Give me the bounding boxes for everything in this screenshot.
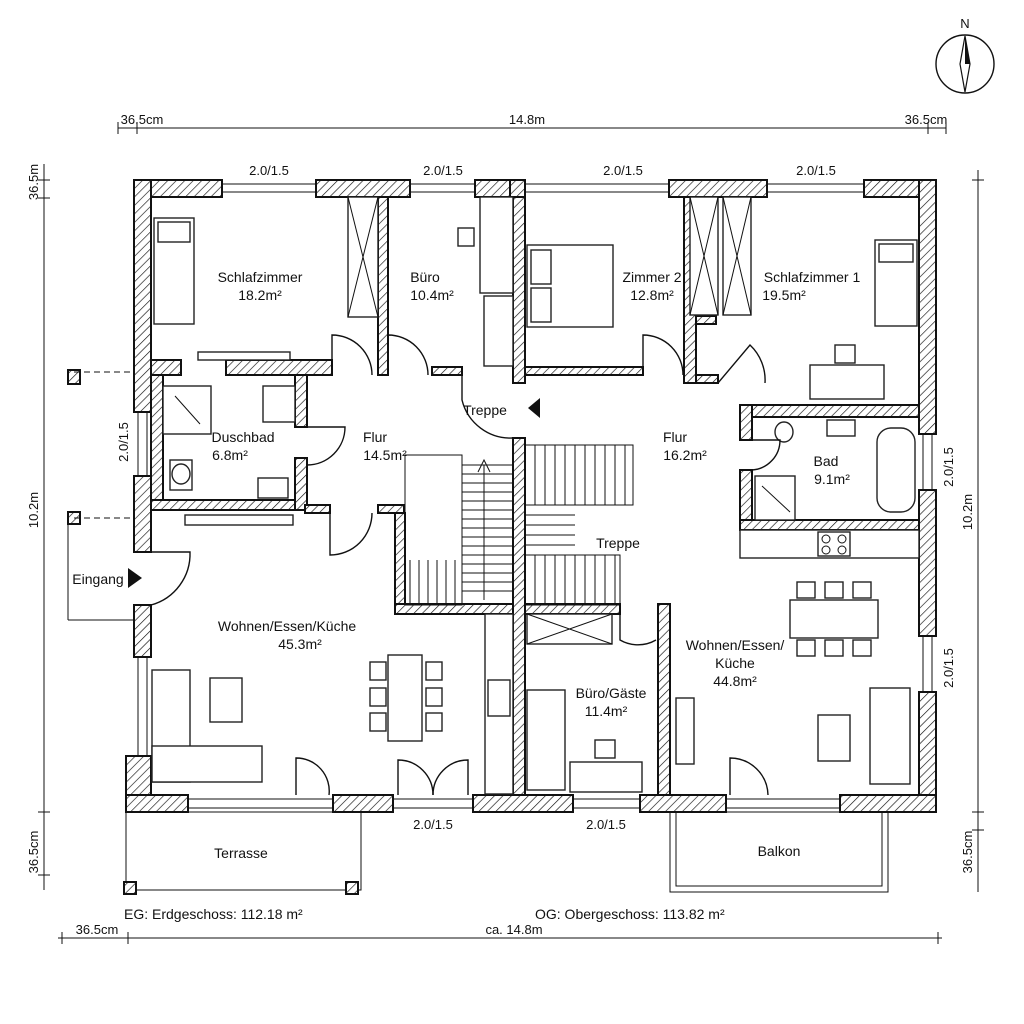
footer-eg-area: EG: Erdgeschoss: 112.18 m²	[124, 906, 303, 922]
room-buero-gaeste-area: 11.4m²	[585, 703, 628, 719]
room-duschbad-area: 6.8m²	[212, 447, 248, 463]
room-buero-gaeste-name: Büro/Gäste	[576, 685, 647, 701]
right-dimension-line: 10.2m 36.5cm	[960, 170, 984, 892]
room-zimmer2-name: Zimmer 2	[622, 269, 681, 285]
stair-arrow-icon	[528, 398, 540, 418]
room-wohnen-eg-name: Wohnen/Essen/Küche	[218, 618, 356, 634]
furniture	[151, 196, 920, 795]
north-label: N	[960, 16, 969, 31]
terrasse-area	[123, 811, 362, 895]
room-bad-name: Bad	[814, 453, 839, 469]
room-flur-eg-area: 14.5m²	[363, 447, 407, 463]
room-flur-og-area: 16.2m²	[663, 447, 707, 463]
room-buero-area: 10.4m²	[410, 287, 454, 303]
room-flur-og-name: Flur	[663, 429, 687, 445]
room-wohnen-og-line1: Wohnen/Essen/	[686, 637, 785, 653]
window-label-top4: 2.0/1.5	[796, 163, 836, 178]
window-label-top3: 2.0/1.5	[603, 163, 643, 178]
entrance-arrow-icon	[128, 568, 142, 588]
left-dimension-line: 36.5m 10.2m 36.5cm	[26, 164, 50, 890]
dim-top-right: 36.5cm	[905, 112, 948, 127]
windows	[137, 183, 933, 809]
room-duschbad-name: Duschbad	[211, 429, 274, 445]
dim-right-bottom: 36.5cm	[960, 831, 975, 874]
treppe-mid-label: Treppe	[596, 535, 640, 551]
staircase-og	[524, 444, 634, 606]
north-arrow-icon: N	[935, 16, 995, 94]
dim-top-left: 36.5cm	[121, 112, 164, 127]
entrance-porch	[67, 369, 134, 621]
room-schlafzimmer-name: Schlafzimmer	[218, 269, 303, 285]
exterior-walls	[125, 179, 937, 813]
balkon-area	[669, 811, 889, 893]
balkon-label: Balkon	[758, 843, 801, 859]
room-wohnen-eg-area: 45.3m²	[278, 636, 322, 652]
room-zimmer2-area: 12.8m²	[630, 287, 674, 303]
dim-left-mid: 10.2m	[26, 492, 41, 528]
window-label-bottom2: 2.0/1.5	[586, 817, 626, 832]
doors	[150, 334, 781, 796]
room-flur-eg-name: Flur	[363, 429, 387, 445]
dim-bottom-center: ca. 14.8m	[485, 922, 542, 937]
staircase-eg	[404, 454, 513, 606]
footer-og-area: OG: Obergeschoss: 113.82 m²	[535, 906, 725, 922]
room-bad-area: 9.1m²	[814, 471, 850, 487]
window-label-right1: 2.0/1.5	[941, 447, 956, 487]
eingang-label: Eingang	[72, 571, 123, 587]
dim-left-bottom: 36.5cm	[26, 831, 41, 874]
dim-bottom-left: 36.5cm	[76, 922, 119, 937]
window-label-top2: 2.0/1.5	[423, 163, 463, 178]
room-buero-name: Büro	[410, 269, 440, 285]
treppe-top-label: Treppe	[463, 402, 507, 418]
dim-right-mid: 10.2m	[960, 494, 975, 530]
room-schlafzimmer1-name: Schlafzimmer 1	[764, 269, 861, 285]
room-schlafzimmer1-area: 19.5m²	[762, 287, 806, 303]
window-label-bottom1: 2.0/1.5	[413, 817, 453, 832]
terrasse-label: Terrasse	[214, 845, 268, 861]
room-wohnen-og-line2: Küche	[715, 655, 755, 671]
window-label-right2: 2.0/1.5	[941, 648, 956, 688]
window-label-left: 2.0/1.5	[116, 422, 131, 462]
room-schlafzimmer-area: 18.2m²	[238, 287, 282, 303]
window-label-top1: 2.0/1.5	[249, 163, 289, 178]
dim-top-center: 14.8m	[509, 112, 545, 127]
top-dimension-line: 36.5cm 14.8m 36.5cm	[117, 112, 948, 134]
room-wohnen-og-area: 44.8m²	[713, 673, 757, 689]
dim-left-top: 36.5m	[26, 164, 41, 200]
bottom-dimension-line: 36.5cm ca. 14.8m	[58, 922, 942, 944]
